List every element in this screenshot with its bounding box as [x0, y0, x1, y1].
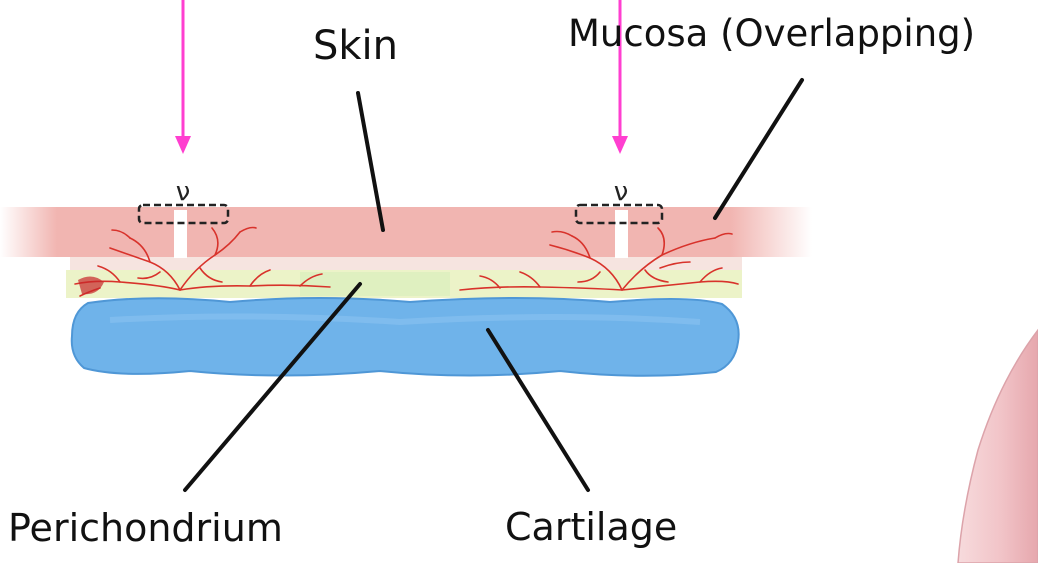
arrow-left	[175, 0, 191, 154]
label-cartilage: Cartilage	[505, 508, 677, 546]
perichondrium-highlight	[300, 272, 450, 296]
leader-line-mucosa	[715, 80, 802, 218]
skin-flap	[958, 330, 1038, 563]
tissue-strip	[70, 257, 742, 271]
incision-gap-right	[615, 210, 628, 258]
suture-mark-right: ν	[614, 177, 629, 207]
label-perichondrium: Perichondrium	[8, 509, 283, 547]
label-mucosa: Mucosa (Overlapping)	[568, 15, 975, 52]
label-skin: Skin	[313, 26, 398, 66]
incision-gap-left	[174, 210, 187, 258]
suture-mark-left: ν	[176, 177, 191, 207]
cartilage-layer	[72, 298, 739, 376]
